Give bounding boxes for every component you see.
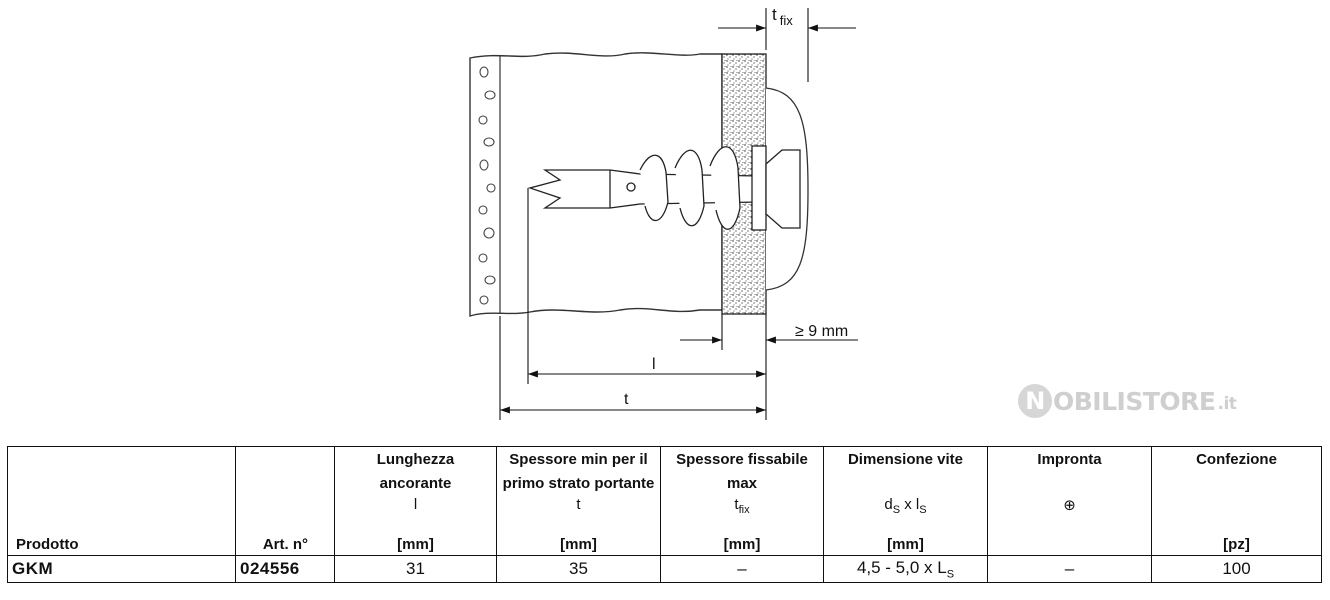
header-product: Prodotto — [7, 446, 236, 556]
header-pack: Confezione [pz] — [1151, 446, 1322, 556]
cell-product: GKM — [7, 555, 236, 583]
logo-tld: .it — [1217, 394, 1237, 414]
table-row: GKM 024556 31 35 – 4,5 - 5,0 x LS – 100 — [7, 555, 1322, 583]
product-spec-table: Prodotto Art. n° Lunghezza ancorante l [… — [7, 446, 1322, 583]
logo-name: OBILISTORE — [1053, 386, 1216, 416]
anchor — [527, 145, 801, 231]
header-min-thickness: Spessore min per il primo strato portant… — [496, 446, 661, 556]
header-fix-thickness: Spessore fissabile max tfix [mm] — [660, 446, 824, 556]
cell-min-thickness: 35 — [496, 555, 661, 583]
table-header-row: Prodotto Art. n° Lunghezza ancorante l [… — [7, 446, 1322, 556]
header-drive: Impronta ⊕ — [987, 446, 1152, 556]
phillips-drive-icon: ⊕ — [1063, 497, 1076, 514]
header-anchor-length: Lunghezza ancorante l [mm] — [334, 446, 497, 556]
cell-art-no: 024556 — [235, 555, 335, 583]
cell-fix-thickness: – — [660, 555, 824, 583]
cell-drive: – — [987, 555, 1152, 583]
logo-mark: N — [1018, 384, 1052, 418]
header-screw-size: Dimensione vite dS x lS [mm] — [823, 446, 988, 556]
min-depth-label: ≥ 9 mm — [795, 323, 848, 340]
t-dimension-label: t — [624, 391, 629, 408]
nobilistore-logo: N OBILISTORE .it — [1018, 376, 1237, 426]
cell-pack: 100 — [1151, 555, 1322, 583]
header-art-no: Art. n° — [235, 446, 335, 556]
cell-anchor-length: 31 — [334, 555, 497, 583]
l-dimension-label: l — [652, 356, 656, 373]
cell-screw-size: 4,5 - 5,0 x LS — [823, 555, 988, 583]
